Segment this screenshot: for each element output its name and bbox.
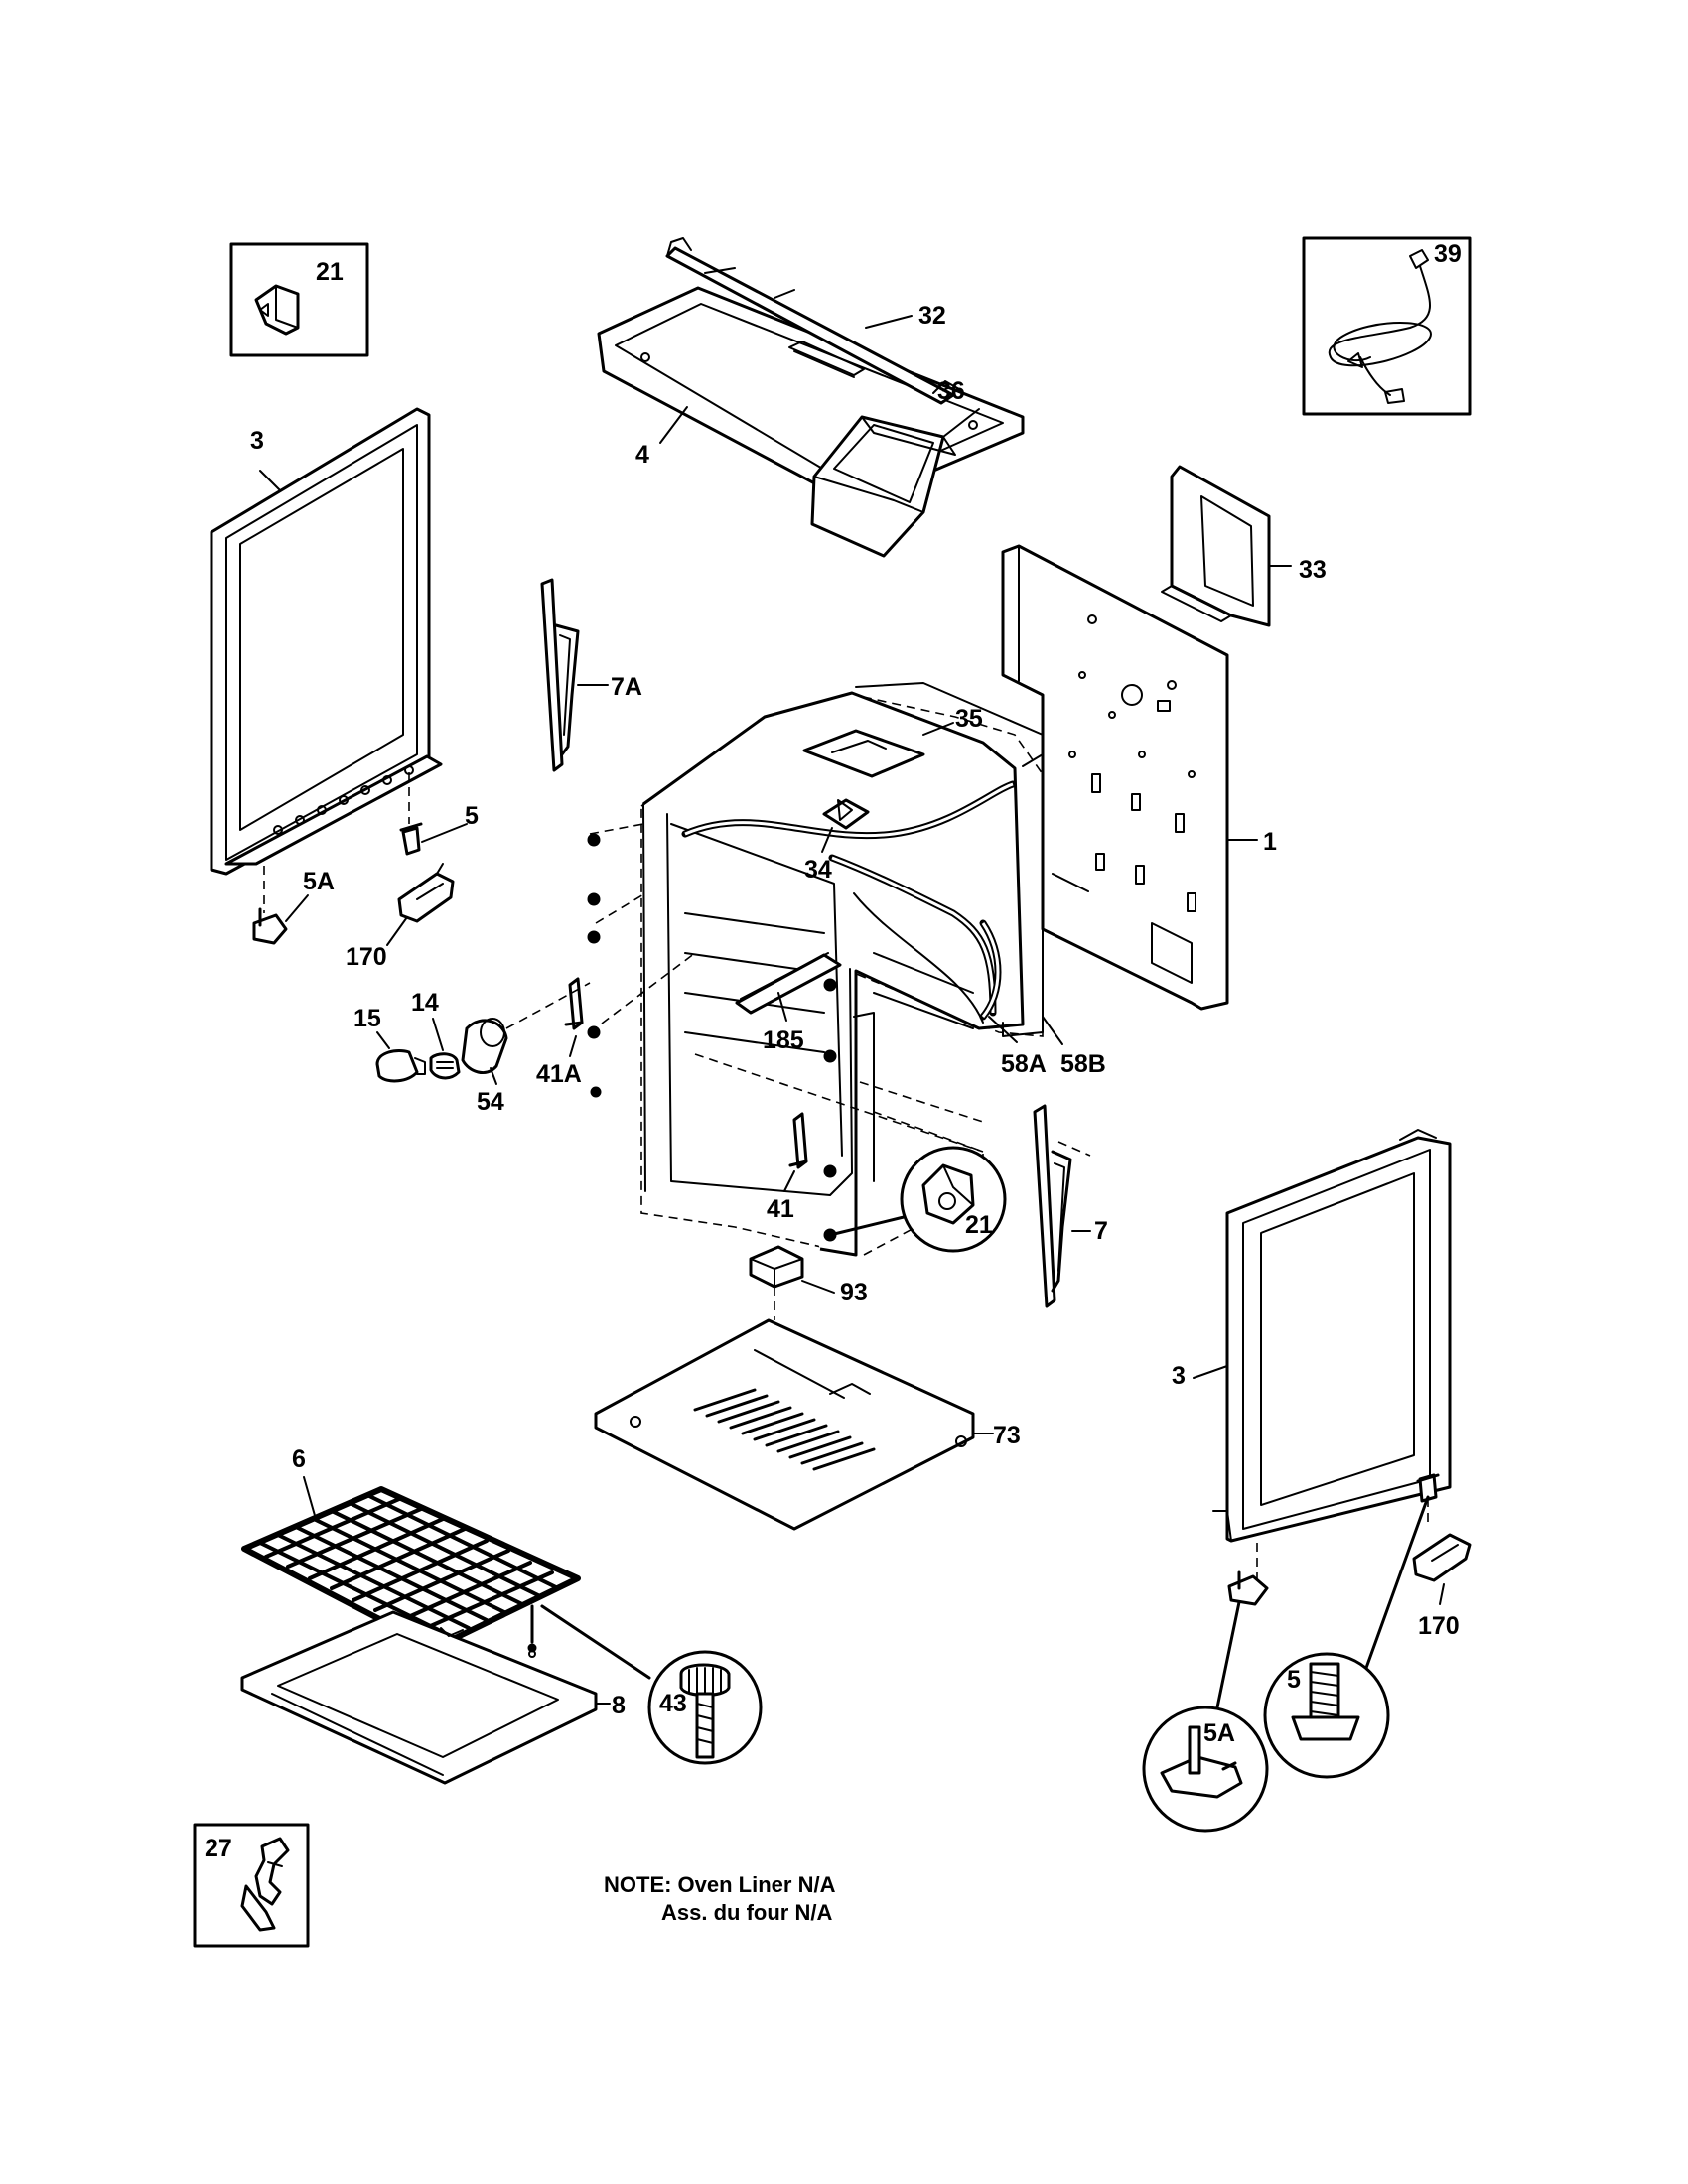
- plate-35: 35: [802, 705, 983, 778]
- callout-circle-43: 43: [527, 1604, 763, 1765]
- left-side-panel: 3: [210, 407, 443, 913]
- vent-duct-36: 36: [810, 377, 980, 558]
- callout-circle-21: 21: [828, 1146, 1007, 1253]
- leveling-leg-right: [1416, 1473, 1440, 1503]
- label-3-left: 3: [250, 427, 264, 455]
- leveler-bracket-right: [1227, 1570, 1269, 1606]
- leveler-bracket-left: 5A: [252, 868, 335, 945]
- back-panel: 1: [1001, 544, 1277, 1011]
- label-170-left: 170: [346, 943, 387, 971]
- label-6: 6: [292, 1445, 306, 1473]
- clip-41a: 41A: [536, 977, 584, 1088]
- label-54: 54: [477, 1088, 504, 1116]
- label-41a: 41A: [536, 1060, 582, 1088]
- label-14: 14: [411, 989, 439, 1017]
- bracket-170-right: 170: [1412, 1533, 1472, 1640]
- label-39: 39: [1434, 240, 1462, 268]
- label-35: 35: [955, 705, 983, 733]
- label-73: 73: [993, 1422, 1021, 1449]
- label-5a-circle: 5A: [1203, 1719, 1235, 1747]
- inset-box-part-21: 21: [229, 242, 369, 357]
- label-21-box: 21: [316, 258, 344, 286]
- inset-box-part-27: 27: [193, 1823, 310, 1948]
- label-27: 27: [205, 1835, 232, 1862]
- label-36: 36: [937, 377, 965, 405]
- frame-58b: 58B: [855, 682, 1106, 1078]
- insulation-58a: 58A: [979, 919, 1047, 1078]
- label-185: 185: [763, 1026, 804, 1054]
- bracket-170-left: 170: [346, 863, 455, 971]
- callout-circle-5a: 5A: [1142, 1600, 1269, 1833]
- panel-33: 33: [1161, 465, 1327, 627]
- clip-34: 34: [804, 798, 870, 884]
- top-panel-assembly: 32 4: [597, 237, 1025, 506]
- note-line-2: Ass. du four N/A: [661, 1900, 833, 1925]
- oven-light-assembly: 15 14 54: [353, 982, 591, 1116]
- hinge-7a: 7A: [540, 578, 642, 772]
- clip-41: 41: [767, 1112, 808, 1223]
- label-5a-left: 5A: [303, 868, 335, 895]
- bracket-185: 185: [735, 952, 842, 1054]
- label-15: 15: [353, 1005, 381, 1032]
- inset-box-part-39: 39: [1302, 236, 1472, 416]
- label-32: 32: [918, 302, 946, 330]
- label-5-left: 5: [465, 802, 479, 830]
- label-170-right: 170: [1418, 1612, 1460, 1640]
- right-side-panel: 3: [1172, 1129, 1452, 1582]
- label-7: 7: [1094, 1217, 1108, 1245]
- label-58a: 58A: [1001, 1050, 1047, 1078]
- sensor-93: 93: [749, 1245, 868, 1320]
- bottom-panel-73: 73: [594, 1318, 1021, 1531]
- label-21-circle: 21: [965, 1211, 993, 1239]
- label-58b: 58B: [1060, 1050, 1106, 1078]
- callout-circle-5: 5: [1263, 1495, 1430, 1779]
- label-34: 34: [804, 856, 832, 884]
- oven-rack-6: 6: [241, 1445, 581, 1651]
- label-1: 1: [1263, 828, 1277, 856]
- label-43: 43: [659, 1690, 687, 1717]
- label-41: 41: [767, 1195, 794, 1223]
- label-93: 93: [840, 1279, 868, 1306]
- leveling-leg-left: 5: [399, 802, 479, 856]
- label-5-circle: 5: [1287, 1666, 1301, 1694]
- label-4: 4: [635, 441, 649, 469]
- label-7a: 7A: [611, 673, 642, 701]
- label-3-right: 3: [1172, 1362, 1186, 1390]
- label-8: 8: [612, 1692, 626, 1719]
- drawer-panel-8: 8: [240, 1610, 626, 1785]
- cavity-screws: [587, 833, 837, 1242]
- hinge-7: 7: [1033, 1104, 1108, 1308]
- label-33: 33: [1299, 556, 1327, 584]
- note-line-1: NOTE: Oven Liner N/A: [604, 1872, 836, 1897]
